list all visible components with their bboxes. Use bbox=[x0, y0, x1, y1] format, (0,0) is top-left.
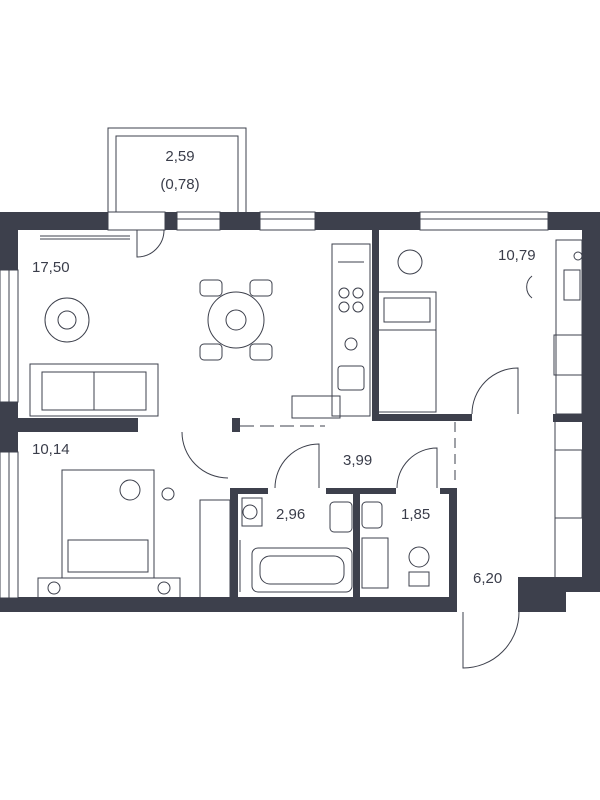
chair-top-right bbox=[249, 279, 273, 297]
wall-segment bbox=[518, 592, 566, 612]
kitchen-appliance bbox=[291, 395, 341, 419]
bed-left-pillows bbox=[67, 539, 149, 573]
nightstand-lamp-left bbox=[47, 581, 61, 595]
toilet-bowl bbox=[408, 546, 430, 568]
chair-bottom-right bbox=[249, 343, 273, 361]
wc-cabinet bbox=[361, 537, 389, 589]
hob-burner-4 bbox=[352, 301, 364, 313]
door-swing-wc bbox=[396, 447, 438, 489]
slippers-icon bbox=[161, 487, 175, 501]
table-decor-icon bbox=[225, 309, 247, 331]
balcony-area-label: 2,59 bbox=[165, 148, 195, 165]
wall-segment bbox=[0, 212, 18, 270]
dining-table bbox=[207, 291, 265, 349]
wall-segment bbox=[230, 488, 238, 598]
wall-segment bbox=[372, 230, 379, 420]
balcony-door-swing bbox=[136, 229, 165, 258]
wall-segment bbox=[220, 212, 260, 230]
window-living-1 bbox=[176, 211, 221, 231]
wall-segment bbox=[235, 597, 457, 612]
wall-segment bbox=[0, 402, 18, 452]
bedroom-left-area-label: 10,14 bbox=[32, 441, 70, 458]
wall-segment bbox=[326, 488, 360, 494]
chair-bottom-left bbox=[199, 343, 223, 361]
wall-segment bbox=[0, 598, 18, 612]
balcony-reduced-area-label: (0,78) bbox=[160, 176, 200, 193]
rug-round bbox=[44, 297, 90, 343]
wardrobe-left bbox=[199, 499, 231, 599]
window-living-2 bbox=[259, 211, 316, 231]
wall-segment bbox=[440, 488, 457, 494]
hob-burner-2 bbox=[352, 287, 364, 299]
pet-icon bbox=[119, 479, 141, 501]
chair-top-left bbox=[199, 279, 223, 297]
hob-burner-3 bbox=[338, 301, 350, 313]
plan-lines bbox=[0, 127, 583, 669]
hob-burner-1 bbox=[338, 287, 350, 299]
window-balcony-door bbox=[107, 211, 166, 231]
door-swing-bedroom-right bbox=[471, 367, 519, 415]
wardrobe-right-hangers bbox=[553, 334, 583, 376]
wall-segment bbox=[18, 597, 235, 612]
wc-sink bbox=[361, 501, 383, 529]
bed-right bbox=[377, 291, 437, 413]
desk-chair bbox=[526, 275, 533, 299]
bathroom-sink bbox=[329, 501, 353, 533]
toilet-area-label: 1,85 bbox=[401, 506, 431, 523]
corridor-area-label: 3,99 bbox=[343, 452, 373, 469]
plant-icon bbox=[57, 310, 77, 330]
wall-segment bbox=[449, 488, 457, 598]
wardrobe-right bbox=[555, 239, 583, 415]
kitchen-sink bbox=[337, 365, 365, 391]
bed-right-pillow bbox=[383, 297, 431, 323]
balcony-outline bbox=[107, 127, 247, 212]
wall-segment bbox=[18, 418, 138, 432]
wall-segment bbox=[232, 418, 240, 432]
wall-segment bbox=[0, 212, 108, 230]
walls bbox=[0, 212, 600, 612]
bed-left bbox=[61, 469, 155, 579]
window-bedroom-right bbox=[419, 211, 549, 231]
hallway-area-label: 6,20 bbox=[473, 570, 503, 587]
kitchen-counter bbox=[331, 243, 371, 417]
kitchen-tap-icon bbox=[344, 337, 358, 351]
bathroom-area-label: 2,96 bbox=[276, 506, 306, 523]
wall-segment bbox=[582, 212, 600, 592]
sofa-outline bbox=[29, 363, 159, 417]
bathtub-inner bbox=[259, 555, 345, 585]
wall-segment bbox=[165, 212, 177, 230]
living-kitchen-area-label: 17,50 bbox=[32, 259, 70, 276]
nightstands bbox=[37, 577, 181, 599]
hallway-wardrobe bbox=[554, 449, 583, 519]
desk-item bbox=[563, 269, 581, 301]
wall-segment bbox=[353, 488, 360, 598]
wall-fixture-icon bbox=[573, 251, 583, 261]
bathtub bbox=[251, 547, 353, 593]
toilet-tank bbox=[408, 571, 430, 587]
nightstand-lamp-right bbox=[157, 581, 171, 595]
balcony-inner-outline bbox=[115, 135, 239, 212]
bedroom-right-area-label: 10,79 bbox=[498, 247, 536, 264]
door-swing-bedroom-left bbox=[181, 431, 229, 479]
wall-segment bbox=[238, 488, 268, 494]
door-swing-bathroom bbox=[274, 443, 320, 489]
wall-segment bbox=[372, 414, 472, 421]
washer-icon bbox=[242, 504, 258, 520]
wall-segment bbox=[315, 212, 420, 230]
washing-machine bbox=[241, 497, 263, 527]
wall-segment bbox=[553, 414, 582, 422]
wall-segment bbox=[360, 488, 396, 494]
door-swing-entrance bbox=[462, 611, 520, 669]
plant-icon-right bbox=[397, 249, 423, 275]
